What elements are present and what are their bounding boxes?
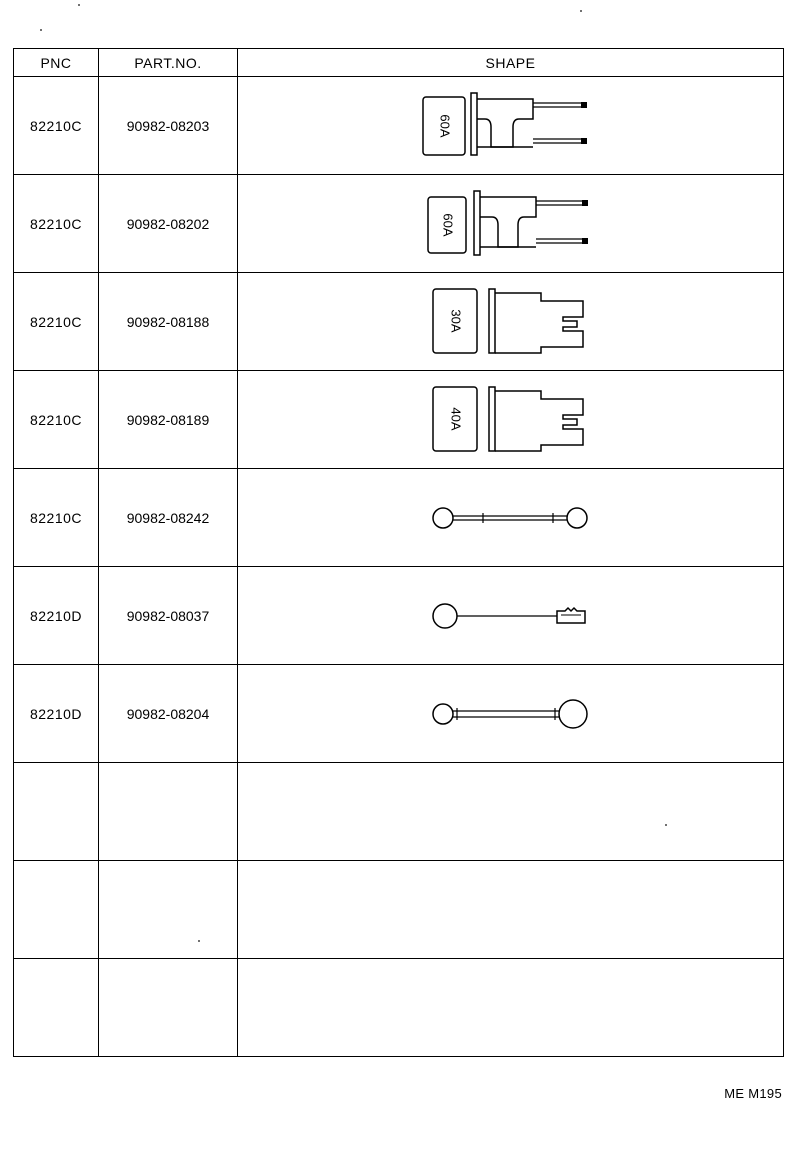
part-no-cell: 90982-08203 (98, 76, 238, 175)
table-header-row: PNC PART.NO. SHAPE (13, 48, 784, 77)
table-row: 82210D 90982-08204 (13, 664, 784, 763)
scan-speck (40, 29, 42, 31)
part-no-cell: 90982-08202 (98, 174, 238, 273)
pnc-cell: 82210C (13, 468, 99, 567)
parts-table: PNC PART.NO. SHAPE 82210C 90982-08203 60… (13, 48, 784, 1057)
table-row: 82210C 90982-08242 (13, 468, 784, 567)
pnc-cell: 82210D (13, 566, 99, 665)
shape-cell (237, 566, 784, 665)
table-row-empty (13, 958, 784, 1057)
table-row-empty (13, 860, 784, 959)
shape-header: SHAPE (237, 48, 784, 77)
shape-cell: 60A (237, 76, 784, 175)
shape-cell (237, 958, 784, 1057)
part-no-cell (98, 958, 238, 1057)
pnc-cell: 82210C (13, 272, 99, 371)
pnc-cell (13, 762, 99, 861)
part-no-cell (98, 860, 238, 959)
pnc-cell (13, 860, 99, 959)
table-row: 82210C 90982-08203 60A (13, 76, 784, 175)
pnc-cell (13, 958, 99, 1057)
shape-cell (237, 468, 784, 567)
shape-cell: 30A (237, 272, 784, 371)
fuse-rating-label: 40A (448, 407, 463, 430)
document-code: ME M195 (724, 1086, 782, 1101)
table-row: 82210C 90982-08188 30A (13, 272, 784, 371)
fusible-link-terminal-icon (431, 602, 586, 629)
fuse-40a-icon: 40A (431, 385, 584, 452)
fuse-rating-label: 30A (448, 309, 463, 332)
fuse-rating-label: 60A (437, 114, 452, 137)
part-no-header: PART.NO. (98, 48, 238, 77)
pnc-header: PNC (13, 48, 99, 77)
pnc-cell: 82210C (13, 370, 99, 469)
scan-speck (78, 4, 80, 6)
part-no-cell: 90982-08188 (98, 272, 238, 371)
shape-cell (237, 762, 784, 861)
part-no-cell (98, 762, 238, 861)
table-row: 82210C 90982-08189 40A (13, 370, 784, 469)
shape-cell (237, 860, 784, 959)
part-no-cell: 90982-08204 (98, 664, 238, 763)
fuse-60a-icon: 60A (421, 91, 587, 156)
part-no-cell: 90982-08242 (98, 468, 238, 567)
table-row: 82210C 90982-08202 60A (13, 174, 784, 273)
scan-speck (580, 10, 582, 12)
table-row-empty (13, 762, 784, 861)
shape-cell: 40A (237, 370, 784, 469)
fuse-60a-icon: 60A (426, 189, 588, 256)
fuse-30a-icon: 30A (431, 287, 584, 354)
shape-cell (237, 664, 784, 763)
pnc-cell: 82210D (13, 664, 99, 763)
pnc-cell: 82210C (13, 76, 99, 175)
shape-cell: 60A (237, 174, 784, 273)
scan-speck (198, 940, 200, 942)
part-no-cell: 90982-08189 (98, 370, 238, 469)
table-row: 82210D 90982-08037 (13, 566, 784, 665)
fusible-link-large-ring-icon (431, 698, 588, 729)
fuse-rating-label: 60A (440, 213, 455, 236)
scan-speck (665, 824, 667, 826)
part-no-cell: 90982-08037 (98, 566, 238, 665)
fusible-link-icon (431, 506, 588, 529)
pnc-cell: 82210C (13, 174, 99, 273)
